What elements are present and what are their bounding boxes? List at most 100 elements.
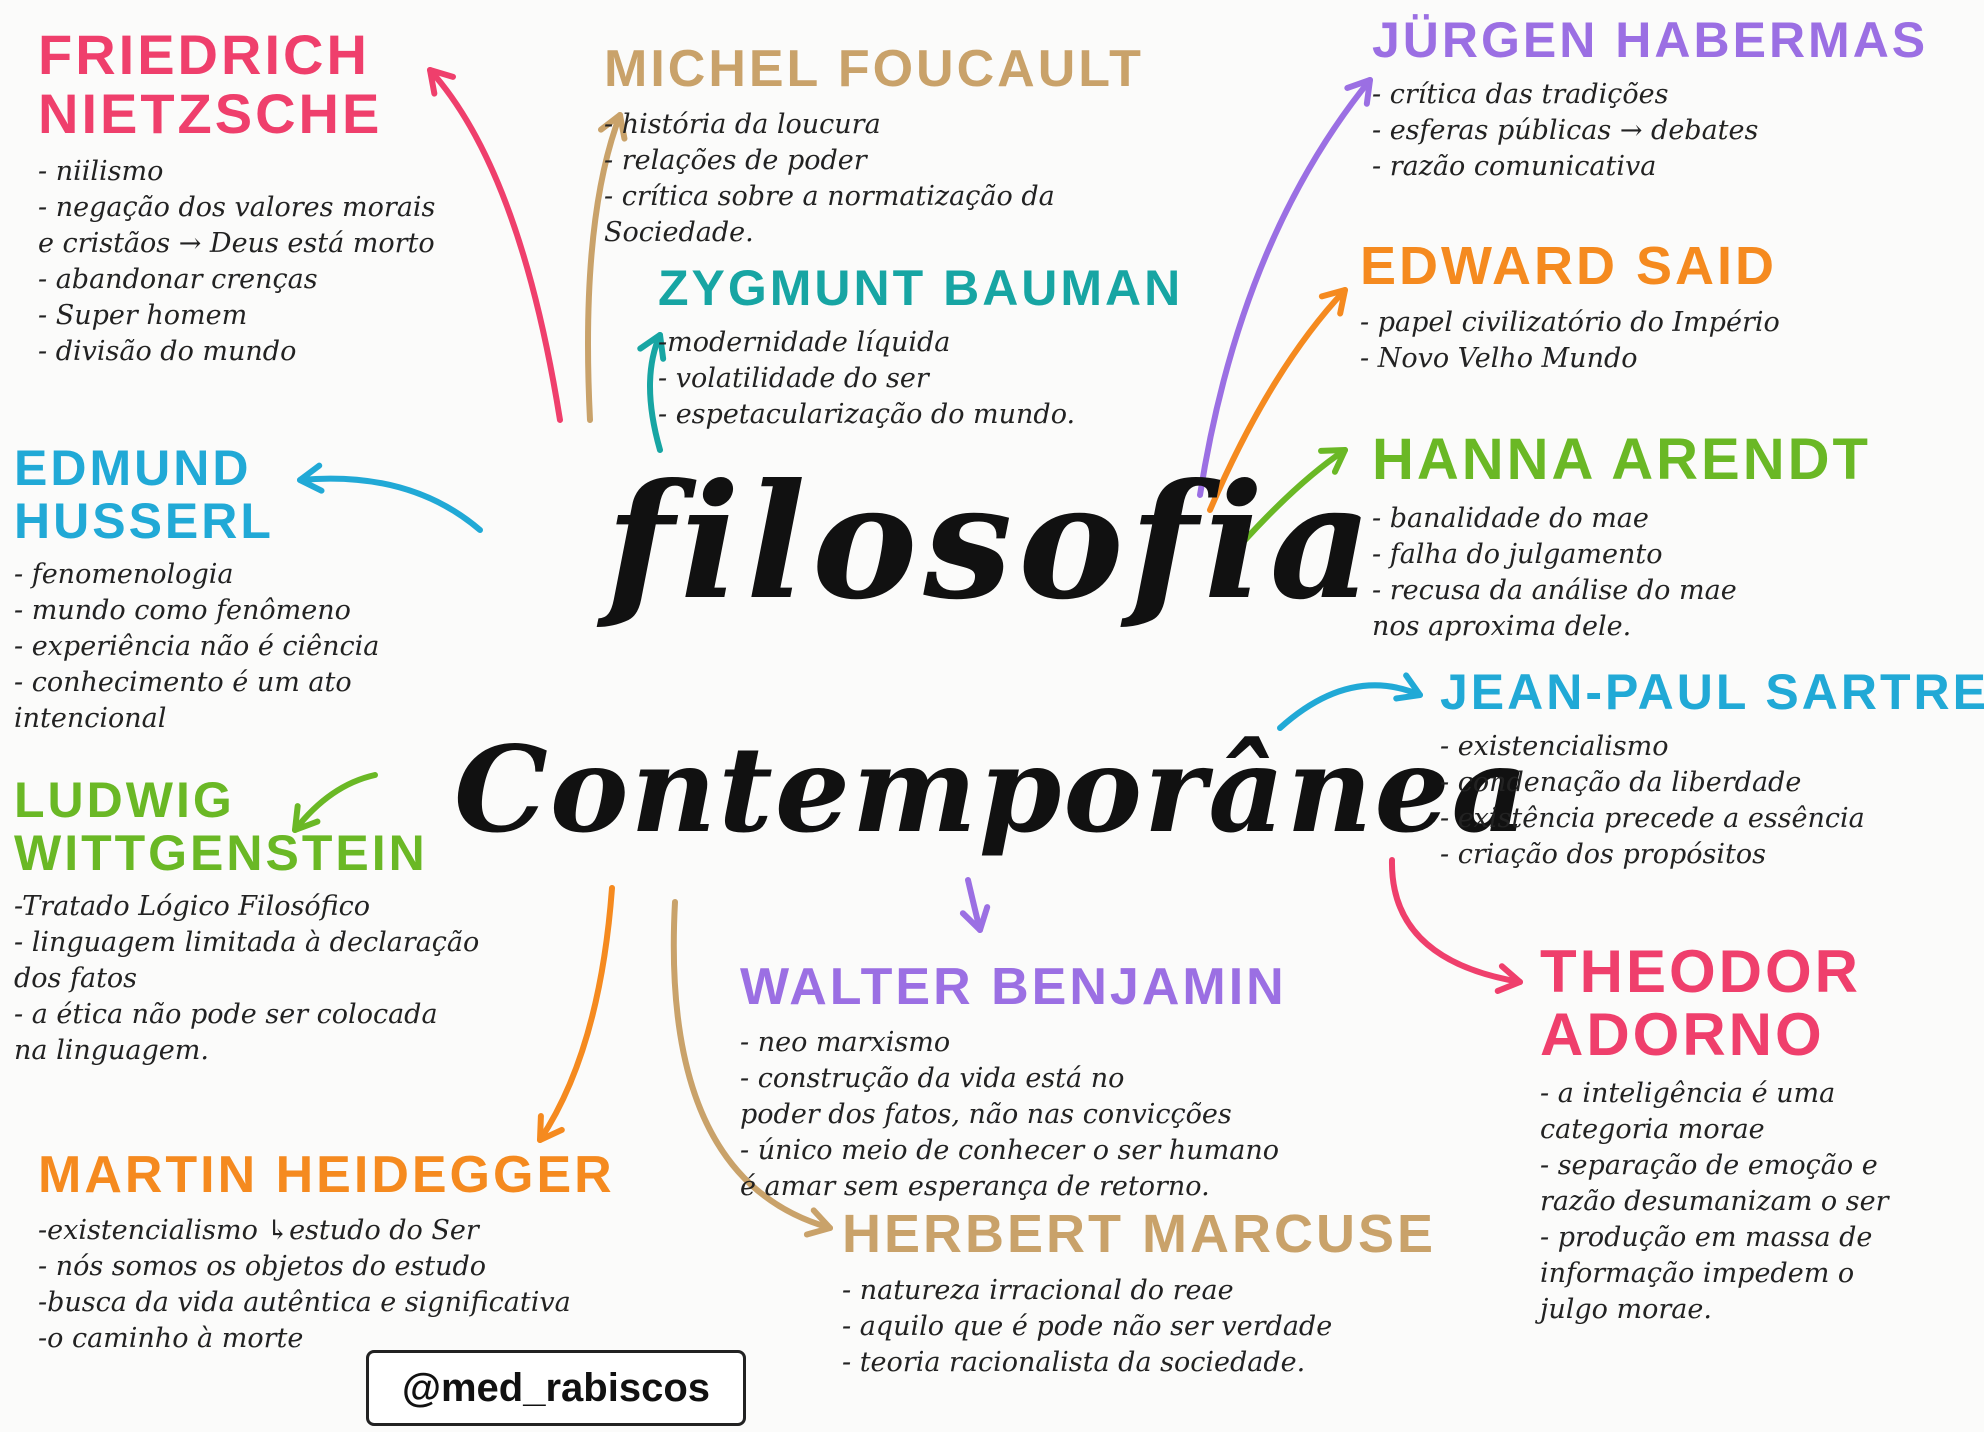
note-item: - papel civilizatório do Império: [1360, 306, 1780, 338]
note-item: - a inteligência é uma: [1540, 1078, 1836, 1109]
arrow-nietzsche: [427, 67, 563, 423]
wittgenstein-name-line1: LUDWIG: [14, 772, 235, 828]
habermas-name: JÜRGEN HABERMAS: [1372, 14, 1972, 67]
node-arendt: HANNA ARENDT - banalidade do mae - falha d…: [1372, 427, 1932, 645]
note-item: - esferas públicas → debates: [1372, 114, 1759, 146]
note-item: dos fatos: [14, 963, 138, 994]
habermas-name-line1: JÜRGEN HABERMAS: [1372, 12, 1929, 68]
note-item: intencional: [14, 703, 167, 734]
note-item: informação impedem o: [1540, 1258, 1855, 1289]
arrow-habermas: [1197, 77, 1373, 498]
note-item: - construção da vida está no: [740, 1062, 1125, 1094]
arrowhead-bauman: [637, 332, 667, 362]
arrowhead-nietzsche: [427, 67, 457, 97]
arrow-said: [1207, 287, 1348, 513]
arrow-adorno: [1388, 857, 1523, 985]
bauman-name-line1: ZYGMUNT BAUMAN: [658, 260, 1184, 316]
arrow-heidegger: [537, 885, 615, 1143]
arendt-name: HANNA ARENDT: [1372, 427, 1932, 492]
benjamin-name-line1: WALTER BENJAMIN: [740, 958, 1287, 1016]
note-item: - a ética não pode ser colocada: [14, 999, 438, 1030]
note-item: e cristãos → Deus está morto: [38, 227, 435, 259]
note-item: - crítica sobre a normatização da: [604, 180, 1055, 212]
marcuse-notes: - natureza irracional do reae - aquilo qu…: [842, 1273, 1462, 1381]
heidegger-name-line1: MARTIN HEIDEGGER: [38, 1146, 615, 1204]
node-habermas: JÜRGEN HABERMAS- crítica das tradições- …: [1372, 14, 1972, 185]
note-item: - abandonar crenças: [38, 263, 318, 295]
habermas-notes: - crítica das tradições - esferas pública…: [1372, 77, 1972, 185]
heidegger-name: MARTIN HEIDEGGER: [38, 1148, 718, 1203]
node-benjamin: WALTER BENJAMIN - neo marxismo - construçã…: [740, 960, 1460, 1205]
note-item: - natureza irracional do reae: [842, 1274, 1234, 1306]
sartre-name-line1: JEAN-PAUL SARTRE: [1440, 664, 1984, 720]
note-item: - banalidade do mae: [1372, 502, 1649, 534]
arrowhead-foucault: [597, 112, 628, 142]
heidegger-notes: -existencialismo ↳estudo do Ser- nós som…: [38, 1213, 718, 1357]
marcuse-name-line1: HERBERT MARCUSE: [842, 1204, 1437, 1264]
note-item: poder dos fatos, não nas convicções: [740, 1098, 1232, 1130]
note-item: - recusa da análise do mae: [1372, 574, 1737, 606]
note-item: - único meio de conhecer o ser humano: [740, 1134, 1279, 1166]
wittgenstein-notes: -Tratado Lógico Filosófico- linguagem li…: [14, 889, 574, 1069]
note-item: - separação de emoção e: [1540, 1150, 1878, 1181]
note-item: - divisão do mundo: [38, 335, 297, 367]
foucault-name: MICHEL FOUCAULT: [604, 42, 1244, 97]
sartre-notes: - existencialismo- condenação da liberda…: [1440, 729, 1980, 873]
adorno-name-line2: ADORNO: [1540, 1001, 1825, 1068]
arrowhead-husserl: [297, 462, 325, 494]
husserl-name-line2: HUSSERL: [14, 492, 274, 549]
arrowhead-marcuse: [803, 1207, 833, 1238]
note-item: - falha do julgamento: [1372, 538, 1663, 570]
note-item: - fenomenologia: [14, 559, 234, 590]
note-item: - neo marxismo: [740, 1026, 951, 1058]
main-title-line1: filosofia: [605, 450, 1379, 635]
arendt-name-line1: HANNA ARENDT: [1372, 427, 1871, 492]
bauman-name: ZYGMUNT BAUMAN: [658, 262, 1218, 315]
bauman-notes: -modernidade líquida- volatilidade do se…: [658, 325, 1218, 433]
arrowhead-adorno: [1494, 963, 1523, 994]
note-item: - linguagem limitada à declaração: [14, 927, 480, 958]
arrowhead-habermas: [1344, 77, 1373, 107]
note-item: Sociedade.: [604, 216, 754, 248]
note-item: - negação dos valores morais: [38, 191, 436, 223]
husserl-notes: - fenomenologia- mundo como fenômeno- ex…: [14, 557, 434, 737]
arrow-bauman: [647, 332, 663, 453]
foucault-name-line1: MICHEL FOUCAULT: [604, 40, 1144, 98]
said-name: EDWARD SAID: [1360, 238, 1960, 295]
benjamin-name: WALTER BENJAMIN: [740, 960, 1460, 1015]
note-item: - história da loucura: [604, 108, 881, 140]
sartre-name: JEAN-PAUL SARTRE: [1440, 664, 1984, 720]
node-marcuse: HERBERT MARCUSE - natureza irracional do …: [842, 1206, 1462, 1381]
arrowhead-benjamin: [959, 904, 991, 933]
said-name-line1: EDWARD SAID: [1360, 236, 1778, 296]
note-item: -existencialismo ↳estudo do Ser: [38, 1214, 479, 1246]
arrowhead-arendt: [1318, 447, 1348, 475]
note-item: - espetacularização do mundo.: [658, 398, 1076, 430]
note-item: - Novo Velho Mundo: [1360, 342, 1638, 374]
arrowhead-sartre: [1393, 672, 1423, 702]
note-item: - aquilo que é pode não ser verdade: [842, 1310, 1333, 1342]
arrow-wittgenstein: [292, 772, 378, 833]
arrow-foucault: [585, 112, 623, 423]
note-item: - crítica das tradições: [1372, 78, 1669, 110]
note-item: na linguagem.: [14, 1035, 209, 1066]
main-title-line2: Contemporânea: [453, 720, 1530, 859]
arrowhead-wittgenstein: [292, 803, 321, 833]
wittgenstein-name-line2: WITTGENSTEIN: [14, 824, 428, 881]
marcuse-name: HERBERT MARCUSE: [842, 1206, 1462, 1263]
arrow-arendt: [1242, 447, 1348, 543]
note-item: razão desumanizam o ser: [1540, 1186, 1889, 1217]
note-item: nos aproxima dele.: [1372, 610, 1632, 642]
note-item: - conhecimento é um ato: [14, 667, 352, 698]
nietzsche-name-line1: FRIEDRICH: [38, 23, 370, 86]
benjamin-notes: - neo marxismo - construção da vida está …: [740, 1025, 1460, 1205]
husserl-name-line1: EDMUND: [14, 440, 252, 496]
note-item: - relações de poder: [604, 144, 867, 176]
author-handle: @med_rabiscos: [366, 1350, 746, 1426]
node-heidegger: MARTIN HEIDEGGER -existencialismo ↳estudo…: [38, 1148, 718, 1357]
